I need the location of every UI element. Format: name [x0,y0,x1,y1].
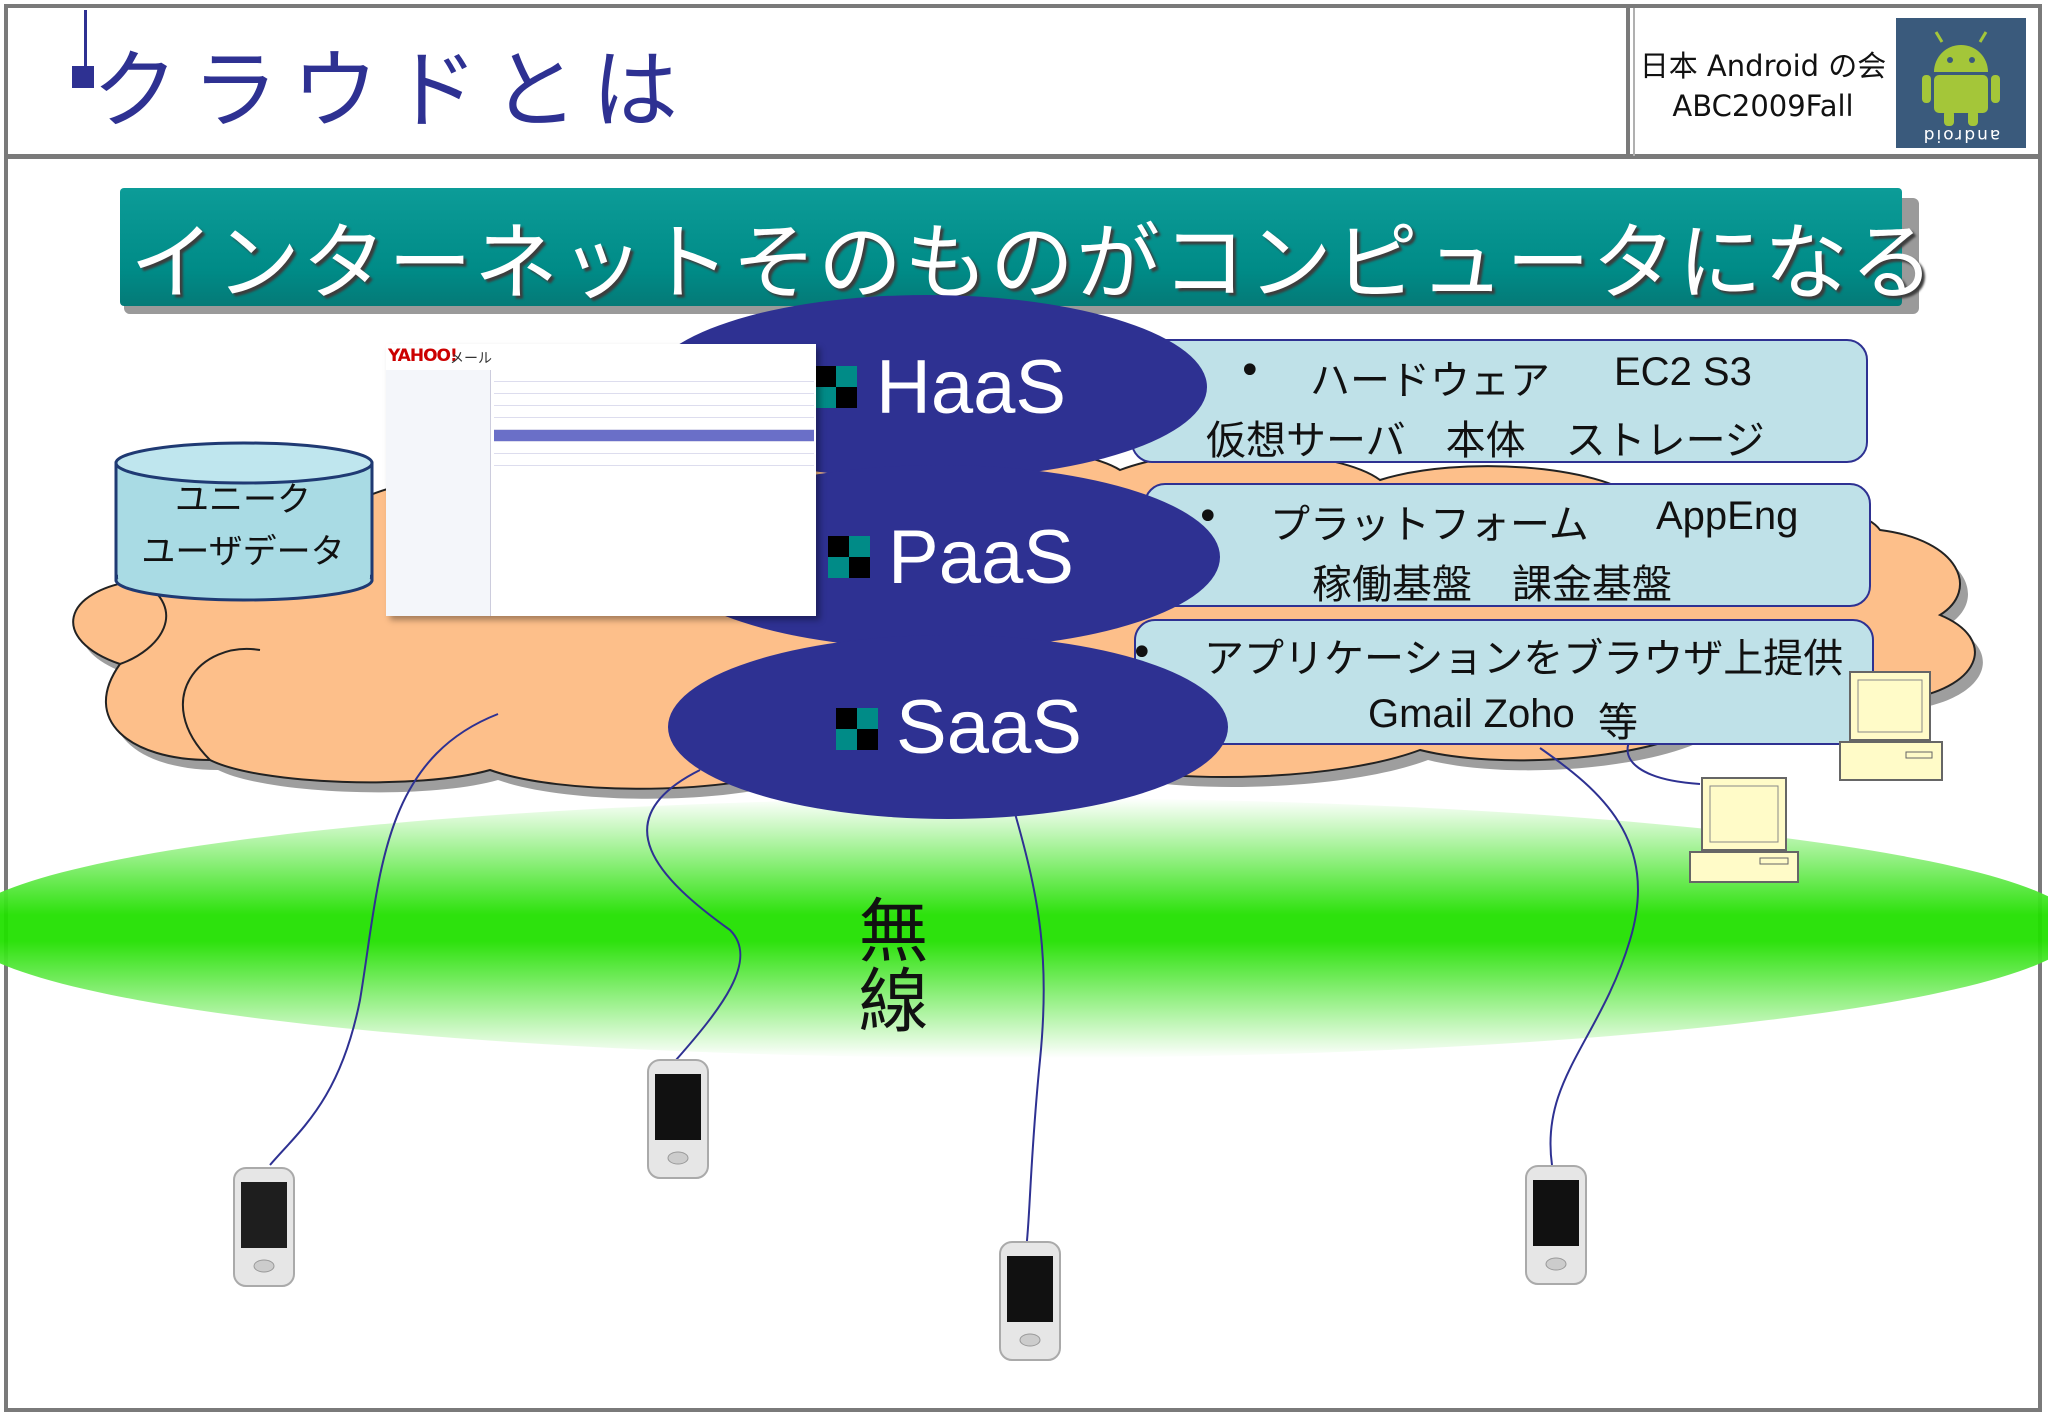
banner [120,188,1902,306]
android-robot-icon: android [1896,18,2026,148]
database-cylinder-icon [114,441,374,602]
paas-desc-line2: 稼働基盤 課金基盤 [1312,562,1672,608]
haas-desc-bullet: • [1238,348,1262,394]
saas-desc-bullet: • [1130,630,1154,676]
header-separator-inner [1633,8,1635,156]
link-desktop [1626,739,1701,785]
header-separator [1626,8,1630,156]
webmail-logo-suffix: メール [450,351,492,367]
slide-frame [4,4,2042,1412]
wireless-label: 無線 [847,894,929,1034]
haas-label: HaaS [876,345,1067,430]
database-label-line2: ユーザデータ [141,532,345,572]
database-label-line1: ユニーク [175,480,311,520]
list-item [494,442,814,454]
list-item [494,370,814,382]
link-phone-1 [269,713,499,1166]
haas-desc-line1-en: EC2 S3 [1614,350,1752,394]
link-phone-2 [646,769,742,1061]
desktop-computer-icon [1689,671,1943,883]
list-item [494,418,814,430]
connection-lines [269,713,1701,1251]
link-phone-4 [1539,747,1639,1166]
webmail-message-list [492,370,816,616]
event-name: ABC2009Fall [1672,89,1854,123]
slide-title: クラウドとは [92,41,692,141]
list-item [494,406,814,418]
phone-icon [233,1059,1587,1361]
org-block: 日本 Android の会 ABC2009Fall [1638,46,1888,126]
layer-desc-boxes [1131,339,1874,745]
saas-desc-line2-en: Gmail Zoho [1368,692,1575,736]
title-bullet-icon [72,66,94,88]
saas-desc-line1: アプリケーションをブラウザ上提供 [1204,636,1844,682]
list-item [494,382,814,394]
list-item [494,394,814,406]
layer-bullet-icon [815,366,878,750]
haas-desc-line1: ハードウェア [1310,358,1550,404]
list-item [494,430,814,442]
banner-text: インターネットそのものがコンピュータになる [130,214,1937,312]
org-name: 日本 Android の会 [1639,49,1887,83]
saas-ellipse [668,635,1228,819]
haas-desc-line2: 仮想サーバ 本体 ストレージ [1206,418,1765,464]
paas-desc-line1: プラットフォーム [1270,502,1589,548]
paas-label: PaaS [888,515,1074,600]
logo-wordmark: android [1922,125,2001,145]
list-item [494,454,814,466]
webmail-logo: YAHOO! [388,346,458,366]
database-label: ユニーク ユーザデータ [128,474,358,578]
webmail-sidebar [386,370,491,616]
title-bullet-line [84,10,87,88]
saas-desc-line2-jp: 等 [1598,700,1638,746]
paas-desc-bullet: • [1196,494,1220,540]
link-phone-3 [1013,809,1045,1251]
header-divider [8,154,2038,159]
webmail-screenshot: YAHOO! メール [386,344,816,616]
saas-label: SaaS [896,685,1082,770]
layer-ellipses [647,295,1228,819]
wireless-band [0,798,2048,1058]
paas-desc-line1-en: AppEng [1656,494,1799,538]
